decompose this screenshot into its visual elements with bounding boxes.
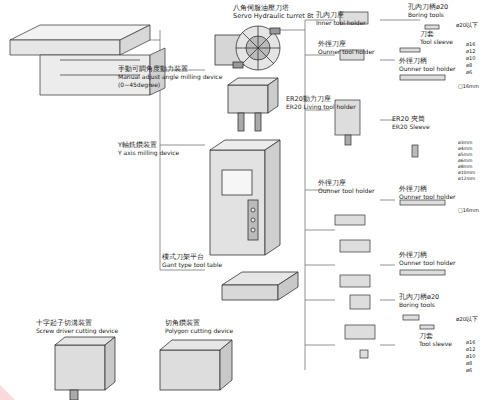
turret-drawing	[215, 26, 280, 70]
bottom-devices	[55, 337, 232, 400]
corner-mark	[0, 385, 15, 400]
part-label: ø12	[466, 49, 475, 54]
part-label: Boring tools	[399, 302, 435, 308]
part-label: Tool sleeve	[420, 39, 453, 45]
part-label: Servo Hydraulic turret 8t	[233, 13, 314, 20]
machine-base	[10, 25, 165, 95]
part-label: ø6	[466, 368, 472, 373]
y-axis-device-drawing	[210, 140, 280, 255]
part-label: 外徑刀座	[318, 180, 346, 187]
part-label: Ounner tool holder	[318, 49, 375, 55]
milling-device-drawing	[228, 78, 278, 131]
part-label: 外徑刀柄	[399, 252, 427, 259]
part-label: 樓式刀架平台	[162, 254, 204, 261]
part-label: 孔內刀座	[316, 12, 344, 19]
part-label: ø20以下	[456, 23, 478, 29]
part-label: 八角伺服油壓刀塔	[233, 5, 289, 12]
part-label: 外徑刀柄	[399, 186, 427, 193]
part-label: ø20以下	[456, 317, 478, 323]
part-label: □16mm	[458, 208, 479, 213]
part-label: ø16	[466, 42, 475, 47]
part-label: Boring tools	[408, 12, 444, 18]
part-label: 孔內刀柄ø20	[408, 4, 448, 11]
part-label: 刀套	[420, 31, 434, 38]
part-label: Screw driver cutting device	[36, 328, 118, 334]
part-label: Polygon cutting device	[165, 328, 233, 334]
part-label: ø8	[466, 361, 472, 366]
part-label: 外徑刀座	[318, 41, 346, 48]
part-label: Ounner tool holder	[318, 188, 375, 194]
part-label: ø3mm	[458, 141, 472, 146]
part-label: Y軸銑鑽裝置	[118, 142, 157, 149]
part-label: ø10	[466, 56, 475, 61]
part-label: ø10mm	[458, 171, 475, 176]
part-label: 孔內刀柄ø20	[399, 294, 439, 301]
part-label: Inner tool holder	[316, 20, 366, 26]
part-label: □16mm	[458, 84, 479, 89]
part-label: Ounner tool holder	[399, 66, 456, 72]
part-label: ø8	[466, 63, 472, 68]
part-label: (0~45degree)	[118, 82, 160, 88]
tool-parts	[335, 12, 445, 358]
part-label: ø4mm	[458, 147, 472, 152]
part-label: 十字起子切溝裝置	[36, 320, 92, 327]
part-label: Ounner tool holder	[399, 194, 456, 200]
part-label: Y axis milling device	[118, 150, 179, 156]
part-label: Ounner tool holder	[399, 260, 456, 266]
part-label: ø10	[466, 354, 475, 359]
part-label: ø5mm	[458, 153, 472, 158]
part-label: ø8mm	[458, 165, 472, 170]
part-label: ø16	[466, 340, 475, 345]
part-label: ø6mm	[458, 159, 472, 164]
part-label: ER20 夾筒	[392, 116, 425, 123]
part-label: Manual adjust angle milling device	[118, 74, 222, 80]
part-label: ø12mm	[458, 177, 475, 182]
part-label: ER20 Living tool holder	[286, 104, 356, 110]
part-label: Gant type tool table	[162, 262, 222, 268]
part-label: Tool sleeve	[419, 341, 452, 347]
part-label: 手動可調角度動力裝置	[118, 66, 188, 73]
part-label: ø6	[466, 70, 472, 75]
part-label: 刀套	[419, 333, 433, 340]
part-label: 外徑刀柄	[399, 58, 427, 65]
part-label: ø12	[466, 347, 475, 352]
part-label: 切角鑽裝置	[165, 320, 200, 327]
part-label: ER20動力刀座	[286, 96, 331, 103]
gant-table-drawing	[222, 272, 298, 300]
part-label: ER20 Sleeve	[392, 124, 430, 130]
